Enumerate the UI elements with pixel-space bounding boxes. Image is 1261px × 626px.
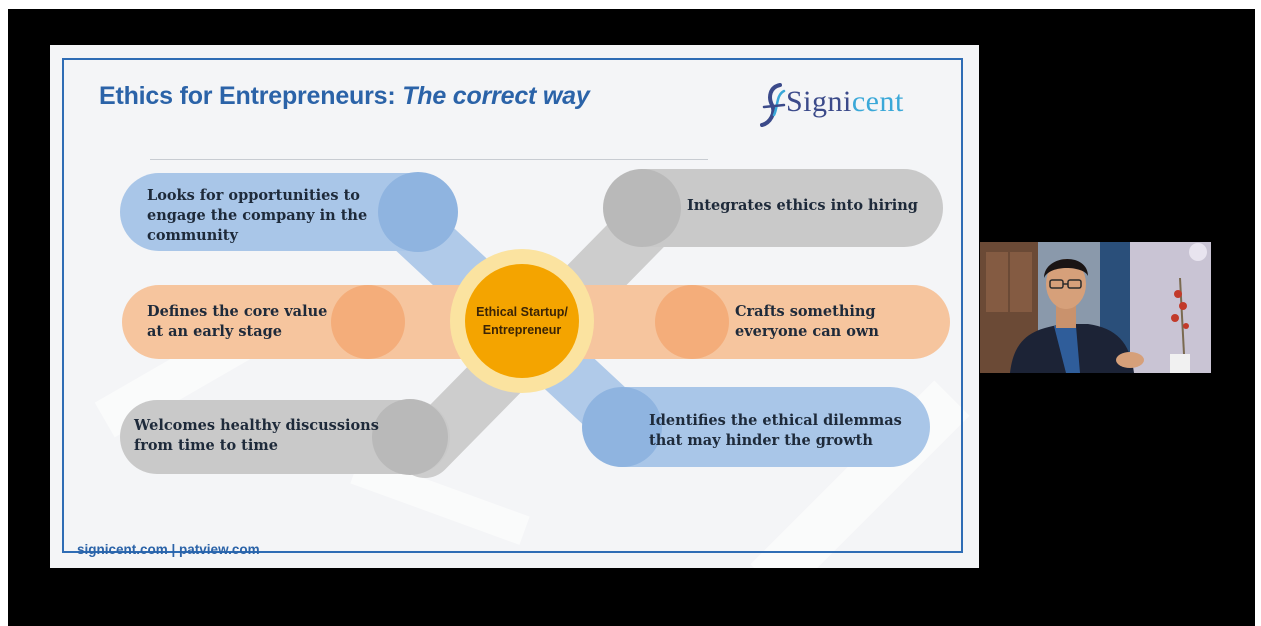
text-line: everyone can own — [735, 323, 879, 340]
logo-text-signi: Signi — [786, 85, 852, 118]
text-line: Defines the core value — [147, 303, 328, 320]
pill-right-bottom — [584, 387, 930, 467]
text-line: Welcomes healthy discussions — [134, 417, 379, 434]
right-item-1-text: Integrates ethics into hiring — [687, 196, 918, 216]
title-divider — [150, 159, 708, 160]
center-hub-label: Ethical Startup/ Entrepreneur — [470, 303, 574, 339]
slide-title: Ethics for Entrepreneurs: The correct wa… — [99, 82, 590, 111]
text-line: that may hinder the growth — [649, 432, 873, 449]
signicent-logo-text: Signicent — [786, 85, 904, 119]
center-hub-label-line: Entrepreneur — [482, 323, 562, 337]
pill-right-middle-cap — [655, 285, 729, 359]
presenter-video-tile[interactable] — [980, 242, 1211, 373]
slide-title-emphasis: The correct way — [402, 82, 590, 110]
slide-title-main: Ethics for Entrepreneurs: — [99, 82, 403, 110]
right-item-3-text: Identifies the ethical dilemmas that may… — [649, 411, 902, 451]
signicent-logo-mark — [760, 83, 786, 127]
center-hub-label-line: Ethical Startup/ — [476, 305, 568, 319]
center-hub-core — [465, 264, 579, 378]
shared-slide: Ethics for Entrepreneurs: The correct wa… — [50, 45, 979, 568]
text-line: community — [147, 227, 238, 244]
ethics-diagram — [120, 169, 950, 478]
left-item-3-text: Welcomes healthy discussions from time t… — [134, 416, 379, 456]
text-line: Identifies the ethical dilemmas — [649, 412, 902, 429]
pill-left-top — [120, 173, 455, 251]
text-line: Crafts something — [735, 303, 876, 320]
text-line: at an early stage — [147, 323, 282, 340]
slide-footer: signicent.com | patview.com — [77, 542, 260, 557]
text-line: from time to time — [134, 437, 278, 454]
slide-border — [62, 58, 963, 553]
signicent-logo: Signicent — [756, 81, 956, 129]
pill-left-top-cap — [378, 172, 458, 252]
text-line: engage the company in the — [147, 207, 368, 224]
text-line: Looks for opportunities to — [147, 187, 360, 204]
logo-text-cent: cent — [851, 85, 904, 118]
pill-right-bottom-cap — [582, 387, 662, 467]
left-item-2-text: Defines the core value at an early stage — [147, 302, 327, 342]
pill-left-bottom — [120, 400, 450, 474]
text-line: Integrates ethics into hiring — [687, 197, 918, 214]
meeting-screen: Ethics for Entrepreneurs: The correct wa… — [8, 9, 1255, 626]
pill-left-middle-cap — [331, 285, 405, 359]
right-item-2-text: Crafts something everyone can own — [735, 302, 879, 342]
pill-left-bottom-cap — [372, 399, 448, 475]
presenter-video — [980, 242, 1211, 373]
pill-right-top-cap — [603, 169, 681, 247]
left-item-1-text: Looks for opportunities to engage the co… — [147, 186, 367, 246]
pill-right-top — [606, 169, 943, 247]
